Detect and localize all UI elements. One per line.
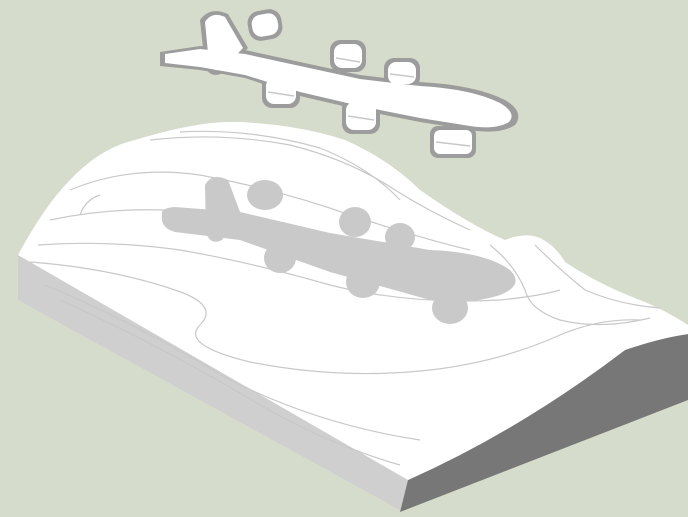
drone-pod: [388, 62, 416, 84]
drone-shadow-wing-lobe: [346, 266, 380, 298]
drone-shadow-wing-lobe: [432, 292, 468, 324]
drone-pod: [334, 44, 362, 68]
drone-shadow-wing-lobe: [247, 180, 283, 210]
drone-shadow-wing-lobe: [264, 243, 296, 273]
drone-shadow-wing-lobe: [385, 223, 415, 251]
drone-shadow-wing-lobe: [339, 207, 371, 237]
drone-pod: [266, 78, 296, 104]
